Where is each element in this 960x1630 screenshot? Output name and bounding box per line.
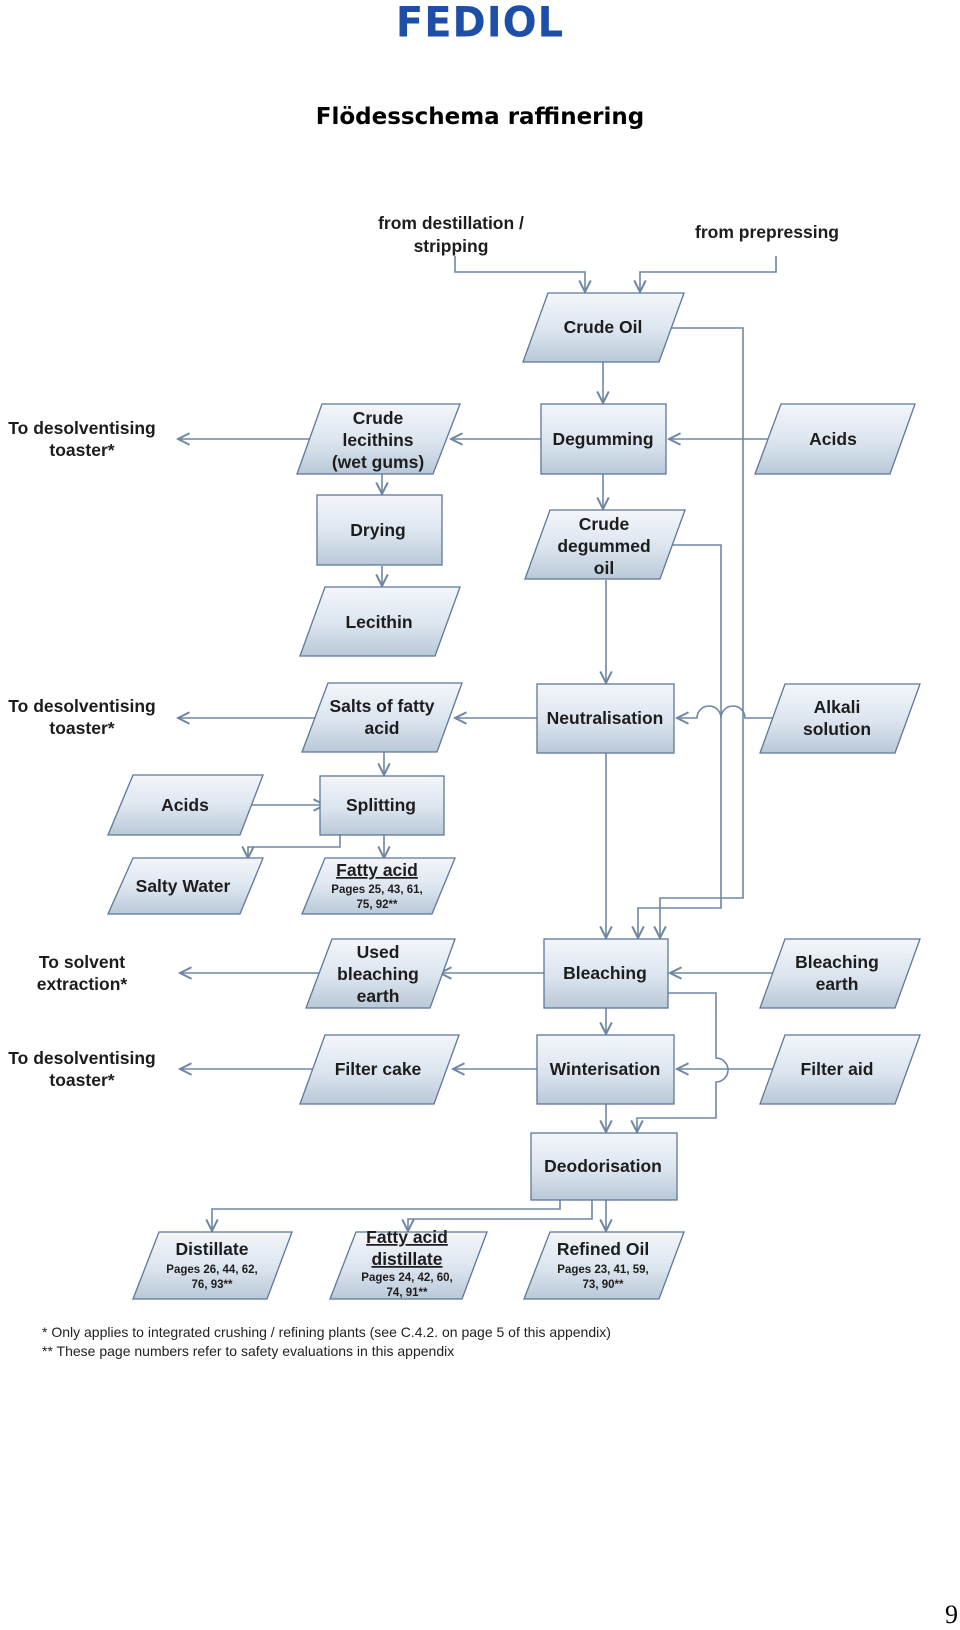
node-fad-line1: Fatty acid xyxy=(366,1227,448,1247)
node-filter-cake-label: Filter cake xyxy=(335,1059,422,1079)
node-salts-line1: Salts of fatty xyxy=(329,696,434,716)
node-degumming-shape xyxy=(540,403,667,475)
node-splitting-label: Splitting xyxy=(346,795,416,815)
node-alkali-line2: solution xyxy=(803,719,871,739)
node-deodorisation-shape xyxy=(530,1132,678,1201)
arrow-cdo-bypass-to-bleaching xyxy=(638,544,722,938)
node-bleaching-earth-shape xyxy=(759,938,921,1009)
node-drying-shape xyxy=(316,494,443,566)
node-distillate-pages2: 76, 93** xyxy=(192,1279,233,1291)
node-acids-left-shape xyxy=(107,774,264,836)
arrow-prepressing-to-crude-oil xyxy=(640,256,777,292)
arrow-bleaching-bypass-to-deodorisation xyxy=(637,992,729,1132)
node-used-earth-line2: bleaching xyxy=(337,964,419,984)
output-toaster-1-line2: toaster* xyxy=(49,440,114,460)
node-neutralisation-shape xyxy=(536,683,675,754)
output-toaster-1-line1: To desolventising xyxy=(8,418,155,438)
footnote-page-numbers: ** These page numbers refer to safety ev… xyxy=(42,1343,454,1359)
node-refined-oil-pages1: Pages 23, 41, 59, xyxy=(557,1264,648,1276)
output-toaster-3-line2: toaster* xyxy=(49,1070,114,1090)
node-alkali-solution-shape xyxy=(759,683,921,754)
node-crude-lecithins-line2: lecithins xyxy=(343,430,414,450)
node-alkali-line1: Alkali xyxy=(814,697,861,717)
node-crude-oil-shape xyxy=(522,292,685,363)
input-prepressing: from prepressing xyxy=(695,222,839,242)
node-distillate-pages1: Pages 26, 44, 62, xyxy=(166,1264,257,1276)
node-crude-lecithins-line1: Crude xyxy=(353,408,404,428)
node-cdo-line1: Crude xyxy=(579,514,630,534)
node-bleaching-shape xyxy=(543,938,669,1009)
page-number: 9 xyxy=(945,1600,958,1629)
node-salty-water-label: Salty Water xyxy=(136,876,231,896)
node-filter-cake-shape xyxy=(299,1034,460,1105)
node-filter-aid-label: Filter aid xyxy=(801,1059,874,1079)
node-used-earth-line1: Used xyxy=(357,942,400,962)
node-cdo-line2: degummed xyxy=(557,536,650,556)
node-filter-aid-shape xyxy=(759,1034,921,1105)
arrow-splitting-to-salty-water xyxy=(248,835,341,858)
node-lecithin-label: Lecithin xyxy=(345,612,412,632)
node-fatty-acid-pages2: 75, 92** xyxy=(357,899,398,911)
node-distillate-label: Distillate xyxy=(176,1239,249,1259)
node-crude-oil-label: Crude Oil xyxy=(564,317,643,337)
arrow-deodorisation-to-fa-distillate xyxy=(408,1200,593,1231)
footnote-integrated: * Only applies to integrated crushing / … xyxy=(42,1324,611,1340)
node-fad-pages1: Pages 24, 42, 60, xyxy=(361,1272,452,1284)
node-acids-right-label: Acids xyxy=(809,429,857,449)
node-neutralisation-label: Neutralisation xyxy=(547,708,664,728)
node-drying-label: Drying xyxy=(350,520,405,540)
node-bleaching-earth-line2: earth xyxy=(816,974,859,994)
node-fatty-acid-pages1: Pages 25, 43, 61, xyxy=(331,884,422,896)
arrow-distillation-to-crude-oil xyxy=(454,256,585,292)
node-used-earth-line3: earth xyxy=(357,986,400,1006)
node-crude-degummed-oil-shape xyxy=(524,509,686,580)
output-toaster-3-line1: To desolventising xyxy=(8,1048,155,1068)
node-degumming-label: Degumming xyxy=(552,429,653,449)
node-refined-oil-label: Refined Oil xyxy=(557,1239,649,1259)
node-salts-line2: acid xyxy=(364,718,399,738)
fediol-logo: FEDIOL xyxy=(395,0,565,48)
node-splitting-shape xyxy=(319,775,445,836)
node-distillate-shape xyxy=(132,1231,293,1300)
connectors xyxy=(178,256,778,1231)
node-fatty-acid-distillate-shape xyxy=(329,1231,488,1300)
node-acids-left-label: Acids xyxy=(161,795,209,815)
node-fatty-acid-shape xyxy=(301,857,456,915)
node-refined-oil-shape xyxy=(523,1231,685,1300)
node-fad-pages2: 74, 91** xyxy=(387,1287,428,1299)
output-solvent-line2: extraction* xyxy=(37,974,128,994)
node-cdo-line3: oil xyxy=(594,558,614,578)
output-toaster-2-line2: toaster* xyxy=(49,718,114,738)
page-title: Flödesschema raffinering xyxy=(315,104,645,130)
node-bleaching-label: Bleaching xyxy=(563,963,647,983)
node-bleaching-earth-line1: Bleaching xyxy=(795,952,879,972)
node-used-bleaching-earth-shape xyxy=(305,938,456,1009)
input-distillation-line1: from destillation / xyxy=(378,213,524,233)
node-lecithin-shape xyxy=(299,586,461,657)
node-winterisation-shape xyxy=(536,1034,675,1105)
node-crude-lecithins-shape xyxy=(296,403,461,475)
input-distillation-line2: stripping xyxy=(414,236,489,256)
node-salts-shape xyxy=(301,682,463,753)
output-toaster-2-line1: To desolventising xyxy=(8,696,155,716)
node-salty-water-shape xyxy=(106,857,264,915)
arrow-crude-oil-bypass-to-bleaching xyxy=(660,327,744,938)
node-fatty-acid-label: Fatty acid xyxy=(336,860,418,880)
node-winterisation-label: Winterisation xyxy=(550,1059,661,1079)
arrow-alkali-to-neutralisation xyxy=(677,705,773,718)
output-solvent-line1: To solvent xyxy=(39,952,125,972)
node-crude-lecithins-line3: (wet gums) xyxy=(332,452,424,472)
arrow-deodorisation-to-distillate xyxy=(212,1200,561,1231)
node-deodorisation-label: Deodorisation xyxy=(544,1156,662,1176)
node-fad-line2: distillate xyxy=(372,1249,443,1269)
node-acids-right-shape xyxy=(754,403,916,475)
node-refined-oil-pages2: 73, 90** xyxy=(583,1279,624,1291)
